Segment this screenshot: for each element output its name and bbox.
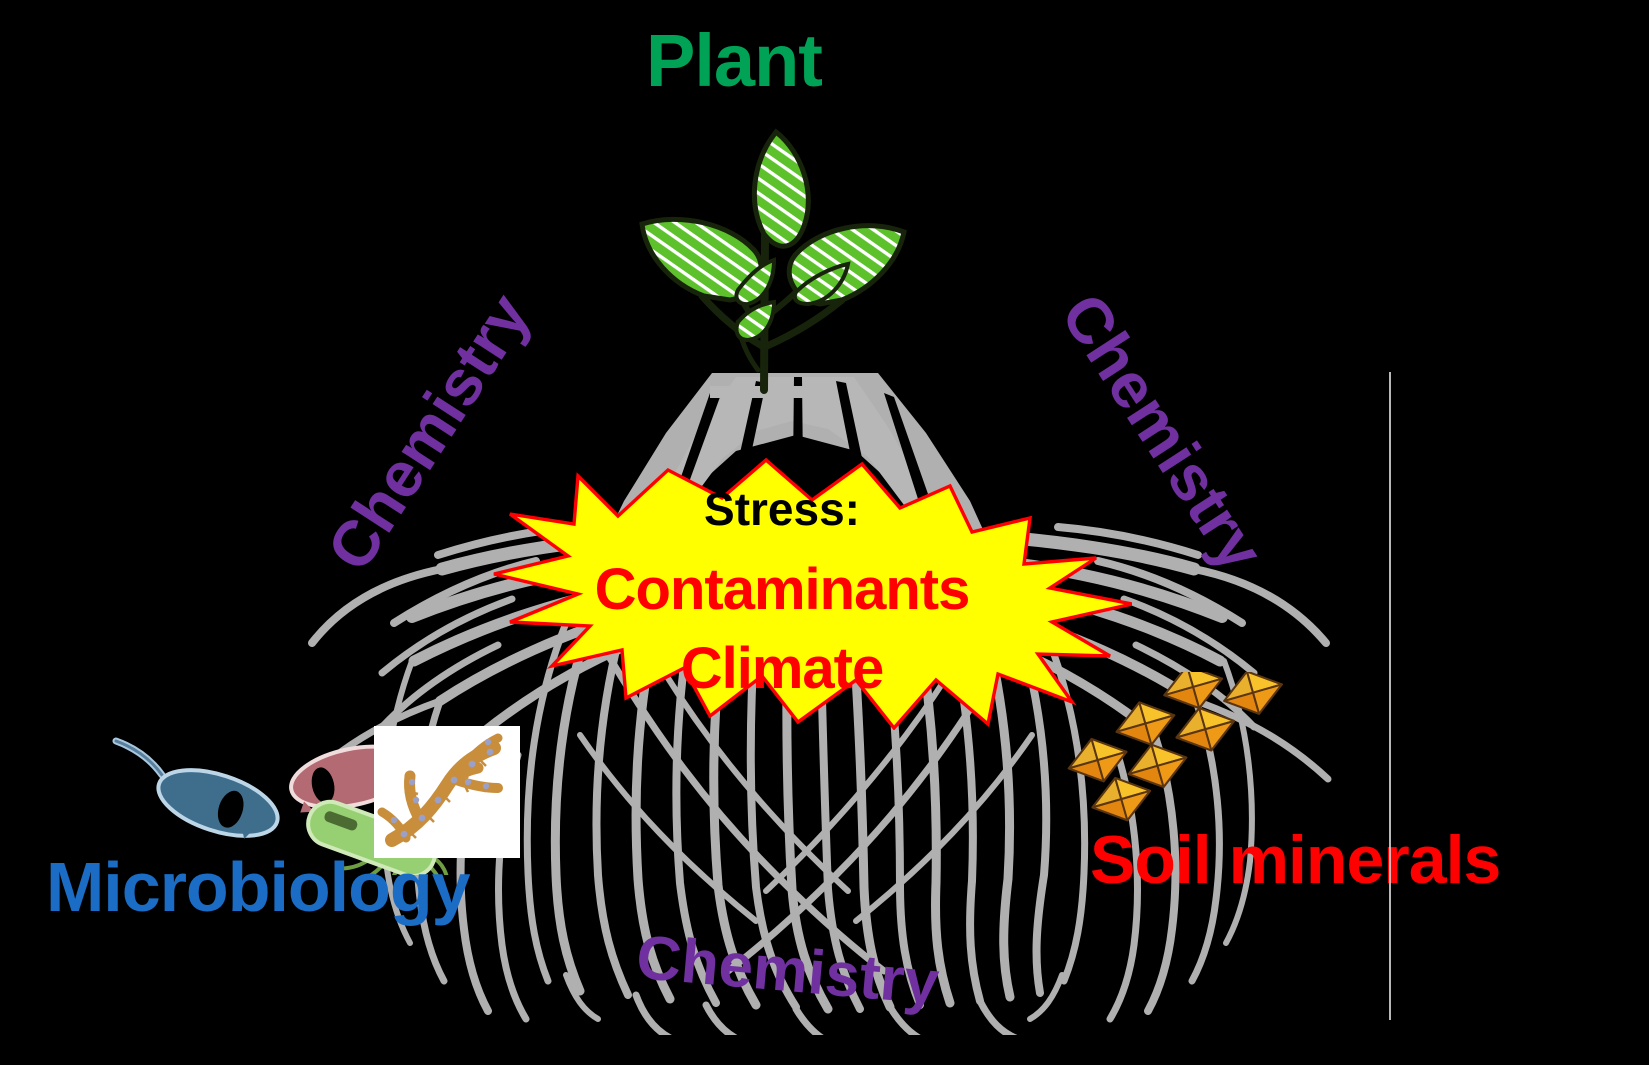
fungal-hypha-icon <box>372 722 522 862</box>
orange-octahedra-lattice-icon <box>1055 664 1300 837</box>
label-microbiology: Microbiology <box>46 848 471 926</box>
label-plant: Plant <box>646 19 823 102</box>
green-seedling-icon <box>598 108 928 400</box>
stress-starburst: Stress: Contaminants Climate <box>432 440 1132 730</box>
label-soil-minerals: Soil minerals <box>1090 822 1501 898</box>
vertical-divider <box>1389 372 1391 1020</box>
